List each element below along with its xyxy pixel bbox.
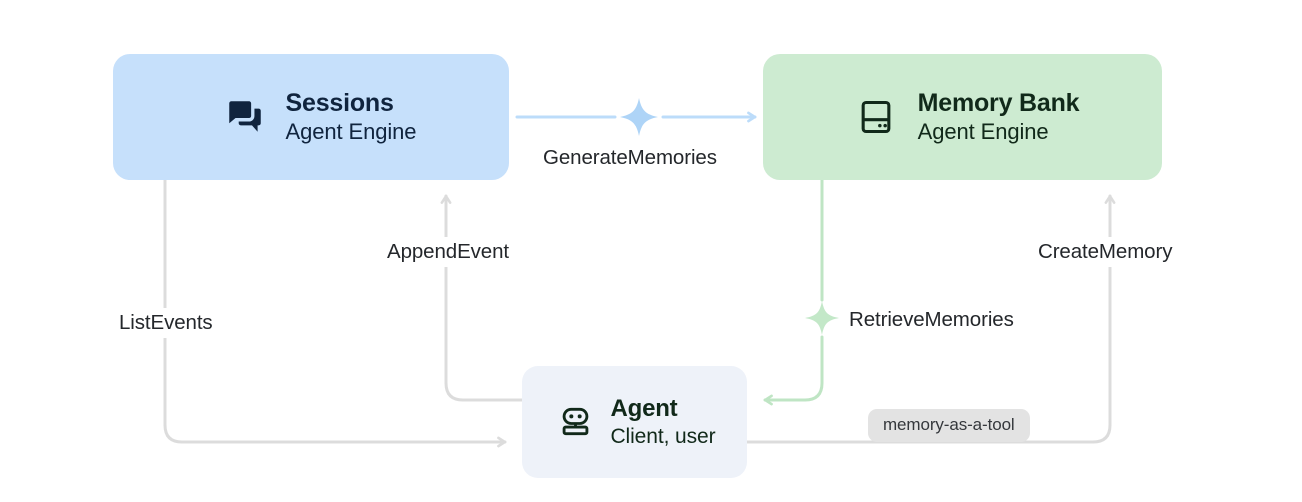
node-sessions-title: Sessions (285, 88, 394, 117)
node-agent-title: Agent (610, 394, 678, 422)
sparkle-icon (620, 98, 658, 136)
node-sessions-subtitle: Agent Engine (285, 119, 417, 145)
badge-memory-as-a-tool: memory-as-a-tool (868, 409, 1030, 442)
edge-append-event (440, 194, 524, 402)
edge-label-generate-memories: GenerateMemories (537, 143, 723, 173)
node-memory-bank-title: Memory Bank (917, 88, 1080, 117)
edge-list-events (163, 178, 507, 448)
node-memory-bank-subtitle: Agent Engine (917, 119, 1049, 145)
node-agent-subtitle: Client, user (610, 425, 716, 449)
edge-label-create-memory: CreateMemory (1032, 237, 1179, 267)
robot-icon (557, 403, 594, 440)
edge-label-append-event: AppendEvent (381, 237, 516, 267)
edge-retrieve-memories (763, 178, 839, 406)
sparkle-icon (805, 301, 839, 335)
node-agent[interactable]: Agent Client, user (522, 366, 747, 478)
node-memory-bank[interactable]: Memory Bank Agent Engine (763, 54, 1162, 180)
database-storage-icon (856, 97, 896, 137)
edge-create-memory (745, 194, 1116, 444)
node-sessions[interactable]: Sessions Agent Engine (113, 54, 509, 180)
chat-bubbles-icon (224, 96, 266, 138)
edge-label-list-events: ListEvents (113, 308, 219, 338)
edge-generate-memories (515, 98, 757, 136)
edge-label-retrieve-memories: RetrieveMemories (843, 305, 1020, 335)
